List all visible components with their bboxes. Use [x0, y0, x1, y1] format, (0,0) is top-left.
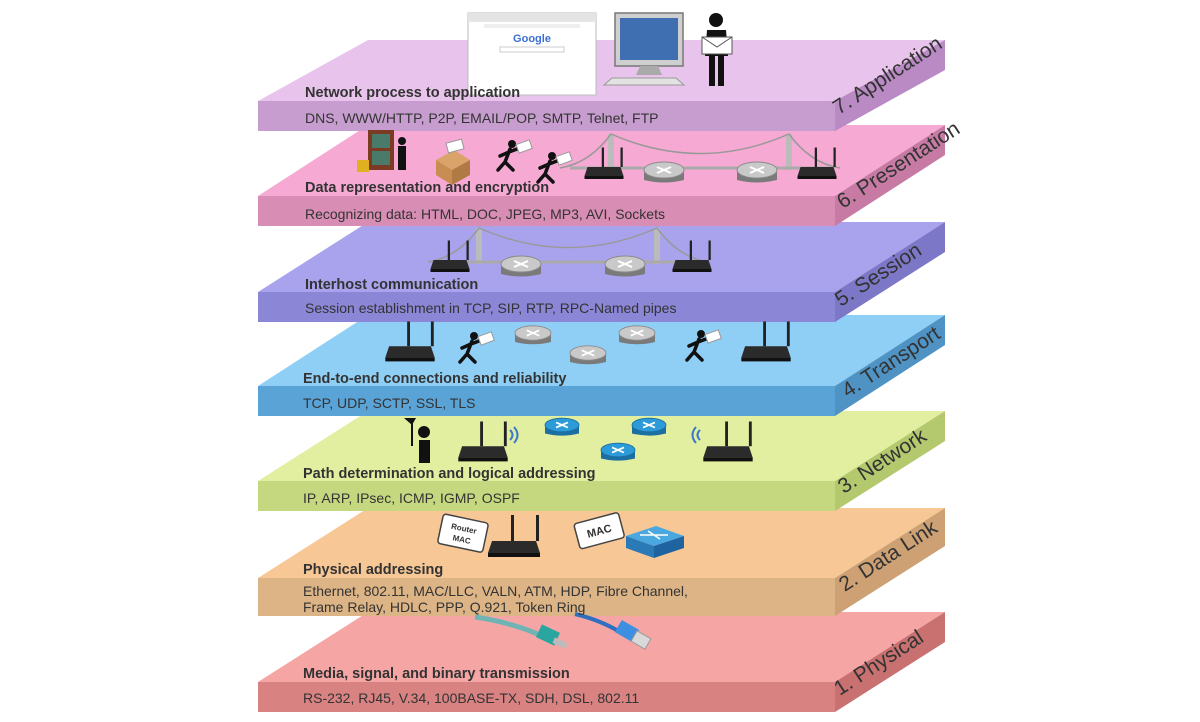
layer-description: Interhost communication — [305, 277, 479, 293]
layer-front-face — [258, 578, 835, 616]
network-router-icon — [544, 417, 580, 437]
layer-side-face — [835, 40, 945, 131]
layer-protocols: DNS, WWW/HTTP, P2P, EMAIL/POP, SMTP, Tel… — [305, 110, 659, 126]
layer-slab-7 — [258, 40, 945, 131]
fiber-cable-icon — [474, 614, 568, 649]
layer-description: Data representation and encryption — [305, 180, 550, 196]
layer-slab-3 — [258, 411, 945, 511]
person-with-letter-icon — [701, 13, 733, 86]
locked-door-icon — [357, 130, 406, 172]
desktop-computer-icon — [602, 12, 686, 86]
network-router-icon — [514, 324, 552, 346]
person-with-flag-icon — [404, 418, 430, 463]
layer-top-face — [258, 40, 945, 101]
network-router-icon — [500, 255, 542, 278]
ethernet-cable-icon — [574, 612, 652, 650]
wifi-signal-icon — [509, 426, 519, 444]
network-router-icon — [643, 161, 685, 184]
layer-description: End-to-end connections and reliability — [303, 371, 567, 387]
network-switch-icon — [626, 526, 684, 558]
box-icon — [436, 138, 470, 185]
layer-side-face — [835, 411, 945, 511]
layer-protocols: Ethernet, 802.11, MAC/LLC, VALN, ATM, HD… — [303, 583, 688, 599]
layer-top-face — [258, 612, 945, 682]
layer-front-face — [258, 292, 835, 322]
wifi-signal-icon — [691, 426, 701, 444]
layer-protocols: Session establishment in TCP, SIP, RTP, … — [305, 300, 677, 316]
layer-slab-1 — [258, 612, 945, 712]
layer-protocols: IP, ARP, IPsec, ICMP, IGMP, OSPF — [303, 490, 520, 506]
layer-front-face — [258, 101, 835, 131]
layer-front-face — [258, 196, 835, 226]
layer-front-face — [258, 682, 835, 712]
mac-tag-icon: MAC — [573, 512, 625, 550]
layer-side-face — [835, 222, 945, 322]
layer-side-face — [835, 125, 945, 226]
layer-front-face — [258, 386, 835, 416]
layer-slab-5 — [258, 222, 945, 322]
network-router-icon — [569, 344, 607, 366]
layer-protocols: Frame Relay, HDLC, PPP, Q.921, Token Rin… — [303, 599, 586, 615]
layer-side-face — [835, 508, 945, 616]
layer-front-face — [258, 481, 835, 511]
layer-top-face — [258, 222, 945, 292]
network-router-icon — [631, 417, 667, 437]
layer-description: Media, signal, and binary transmission — [303, 666, 570, 682]
layer-side-face — [835, 612, 945, 712]
network-router-icon — [604, 255, 646, 278]
layer-description: Path determination and logical addressin… — [303, 466, 596, 482]
network-router-icon — [618, 324, 656, 346]
layer-description: Network process to application — [305, 85, 521, 101]
router-tag-line2: MAC — [452, 533, 472, 546]
layer-description: Physical addressing — [303, 562, 444, 578]
layer-top-face — [258, 411, 945, 481]
browser-window-icon: Google — [467, 12, 597, 96]
google-logo: Google — [513, 33, 551, 45]
network-router-icon — [736, 161, 778, 184]
network-router-icon — [600, 442, 636, 462]
layer-protocols: RS-232, RJ45, V.34, 100BASE-TX, SDH, DSL… — [303, 690, 640, 706]
layer-protocols: TCP, UDP, SCTP, SSL, TLS — [303, 395, 476, 411]
layer-protocols: Recognizing data: HTML, DOC, JPEG, MP3, … — [305, 206, 665, 222]
layer-side-face — [835, 315, 945, 416]
